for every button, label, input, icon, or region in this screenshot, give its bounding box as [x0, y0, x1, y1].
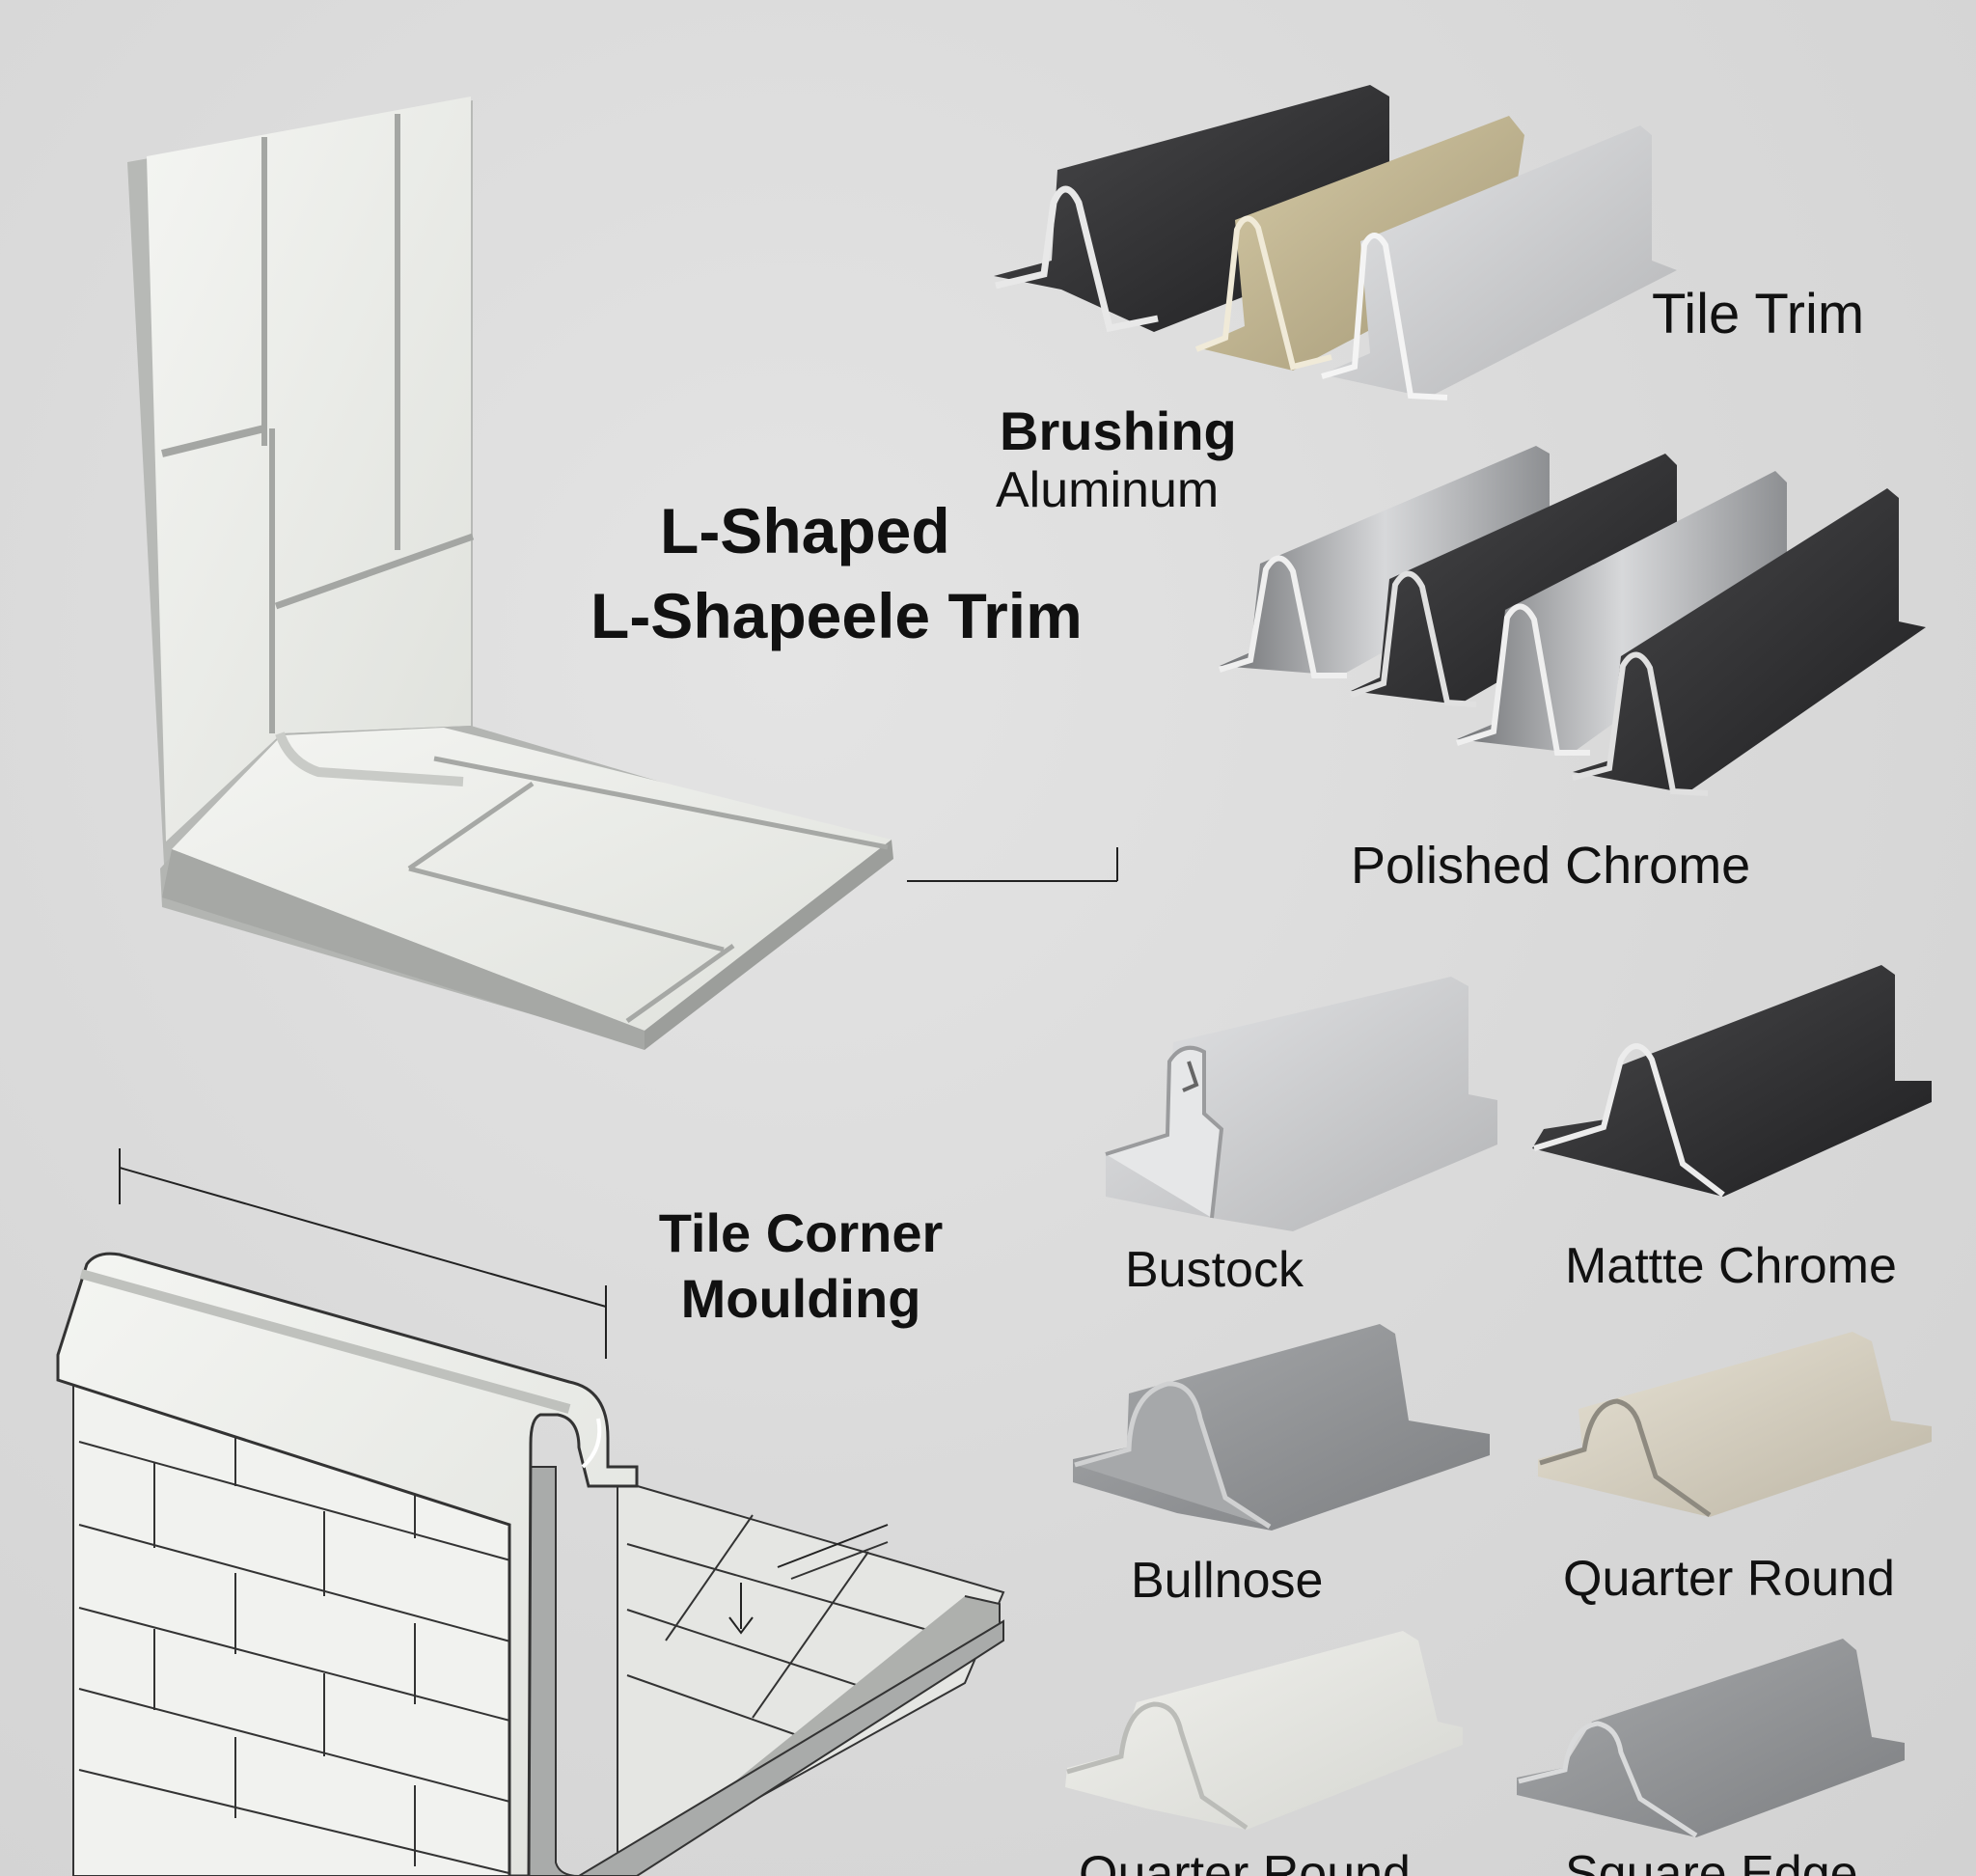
brushing-title: Brushing: [1000, 400, 1237, 461]
bullnose-profile: [1073, 1324, 1490, 1531]
polished-chrome-profiles: [1219, 446, 1926, 796]
cut-label-clip-right: Square Edge: [1565, 1845, 1912, 1876]
bottom-right-cut-label: Square Edge: [1565, 1846, 1858, 1876]
bustock-profile: [1105, 977, 1497, 1231]
l-shaped-tile-corner: [127, 97, 1118, 1050]
cut-off-square-profile: [1517, 1639, 1905, 1838]
cut-label-clip-left: Quarter Round: [1079, 1845, 1426, 1876]
tile-corner-moulding: [56, 1148, 1005, 1876]
quarter-round-label: Quarter Round: [1563, 1551, 1895, 1607]
tile-corner-title-line2: Moulding: [680, 1268, 921, 1329]
quarter-round-profile: [1538, 1332, 1932, 1518]
brushing-subtitle: Aluminum: [996, 462, 1220, 518]
bustock-label: Bustock: [1125, 1242, 1304, 1298]
bullnose-label: Bullnose: [1131, 1553, 1324, 1609]
matte-chrome-label: Mattte Chrome: [1565, 1238, 1897, 1294]
tile-trim-label: Tile Trim: [1652, 283, 1865, 345]
bottom-left-cut-label: Quarter Round: [1079, 1846, 1411, 1876]
polished-chrome-label: Polished Chrome: [1351, 837, 1751, 895]
tile-trim-profiles: [994, 85, 1677, 400]
matte-chrome-profile: [1532, 965, 1932, 1198]
cut-off-round-profile: [1065, 1631, 1463, 1831]
l-shaped-title-line2: L-Shapeele Trim: [590, 580, 1083, 651]
l-shaped-title-line1: L-Shaped: [660, 495, 950, 566]
tile-corner-title-line1: Tile Corner: [658, 1202, 944, 1263]
